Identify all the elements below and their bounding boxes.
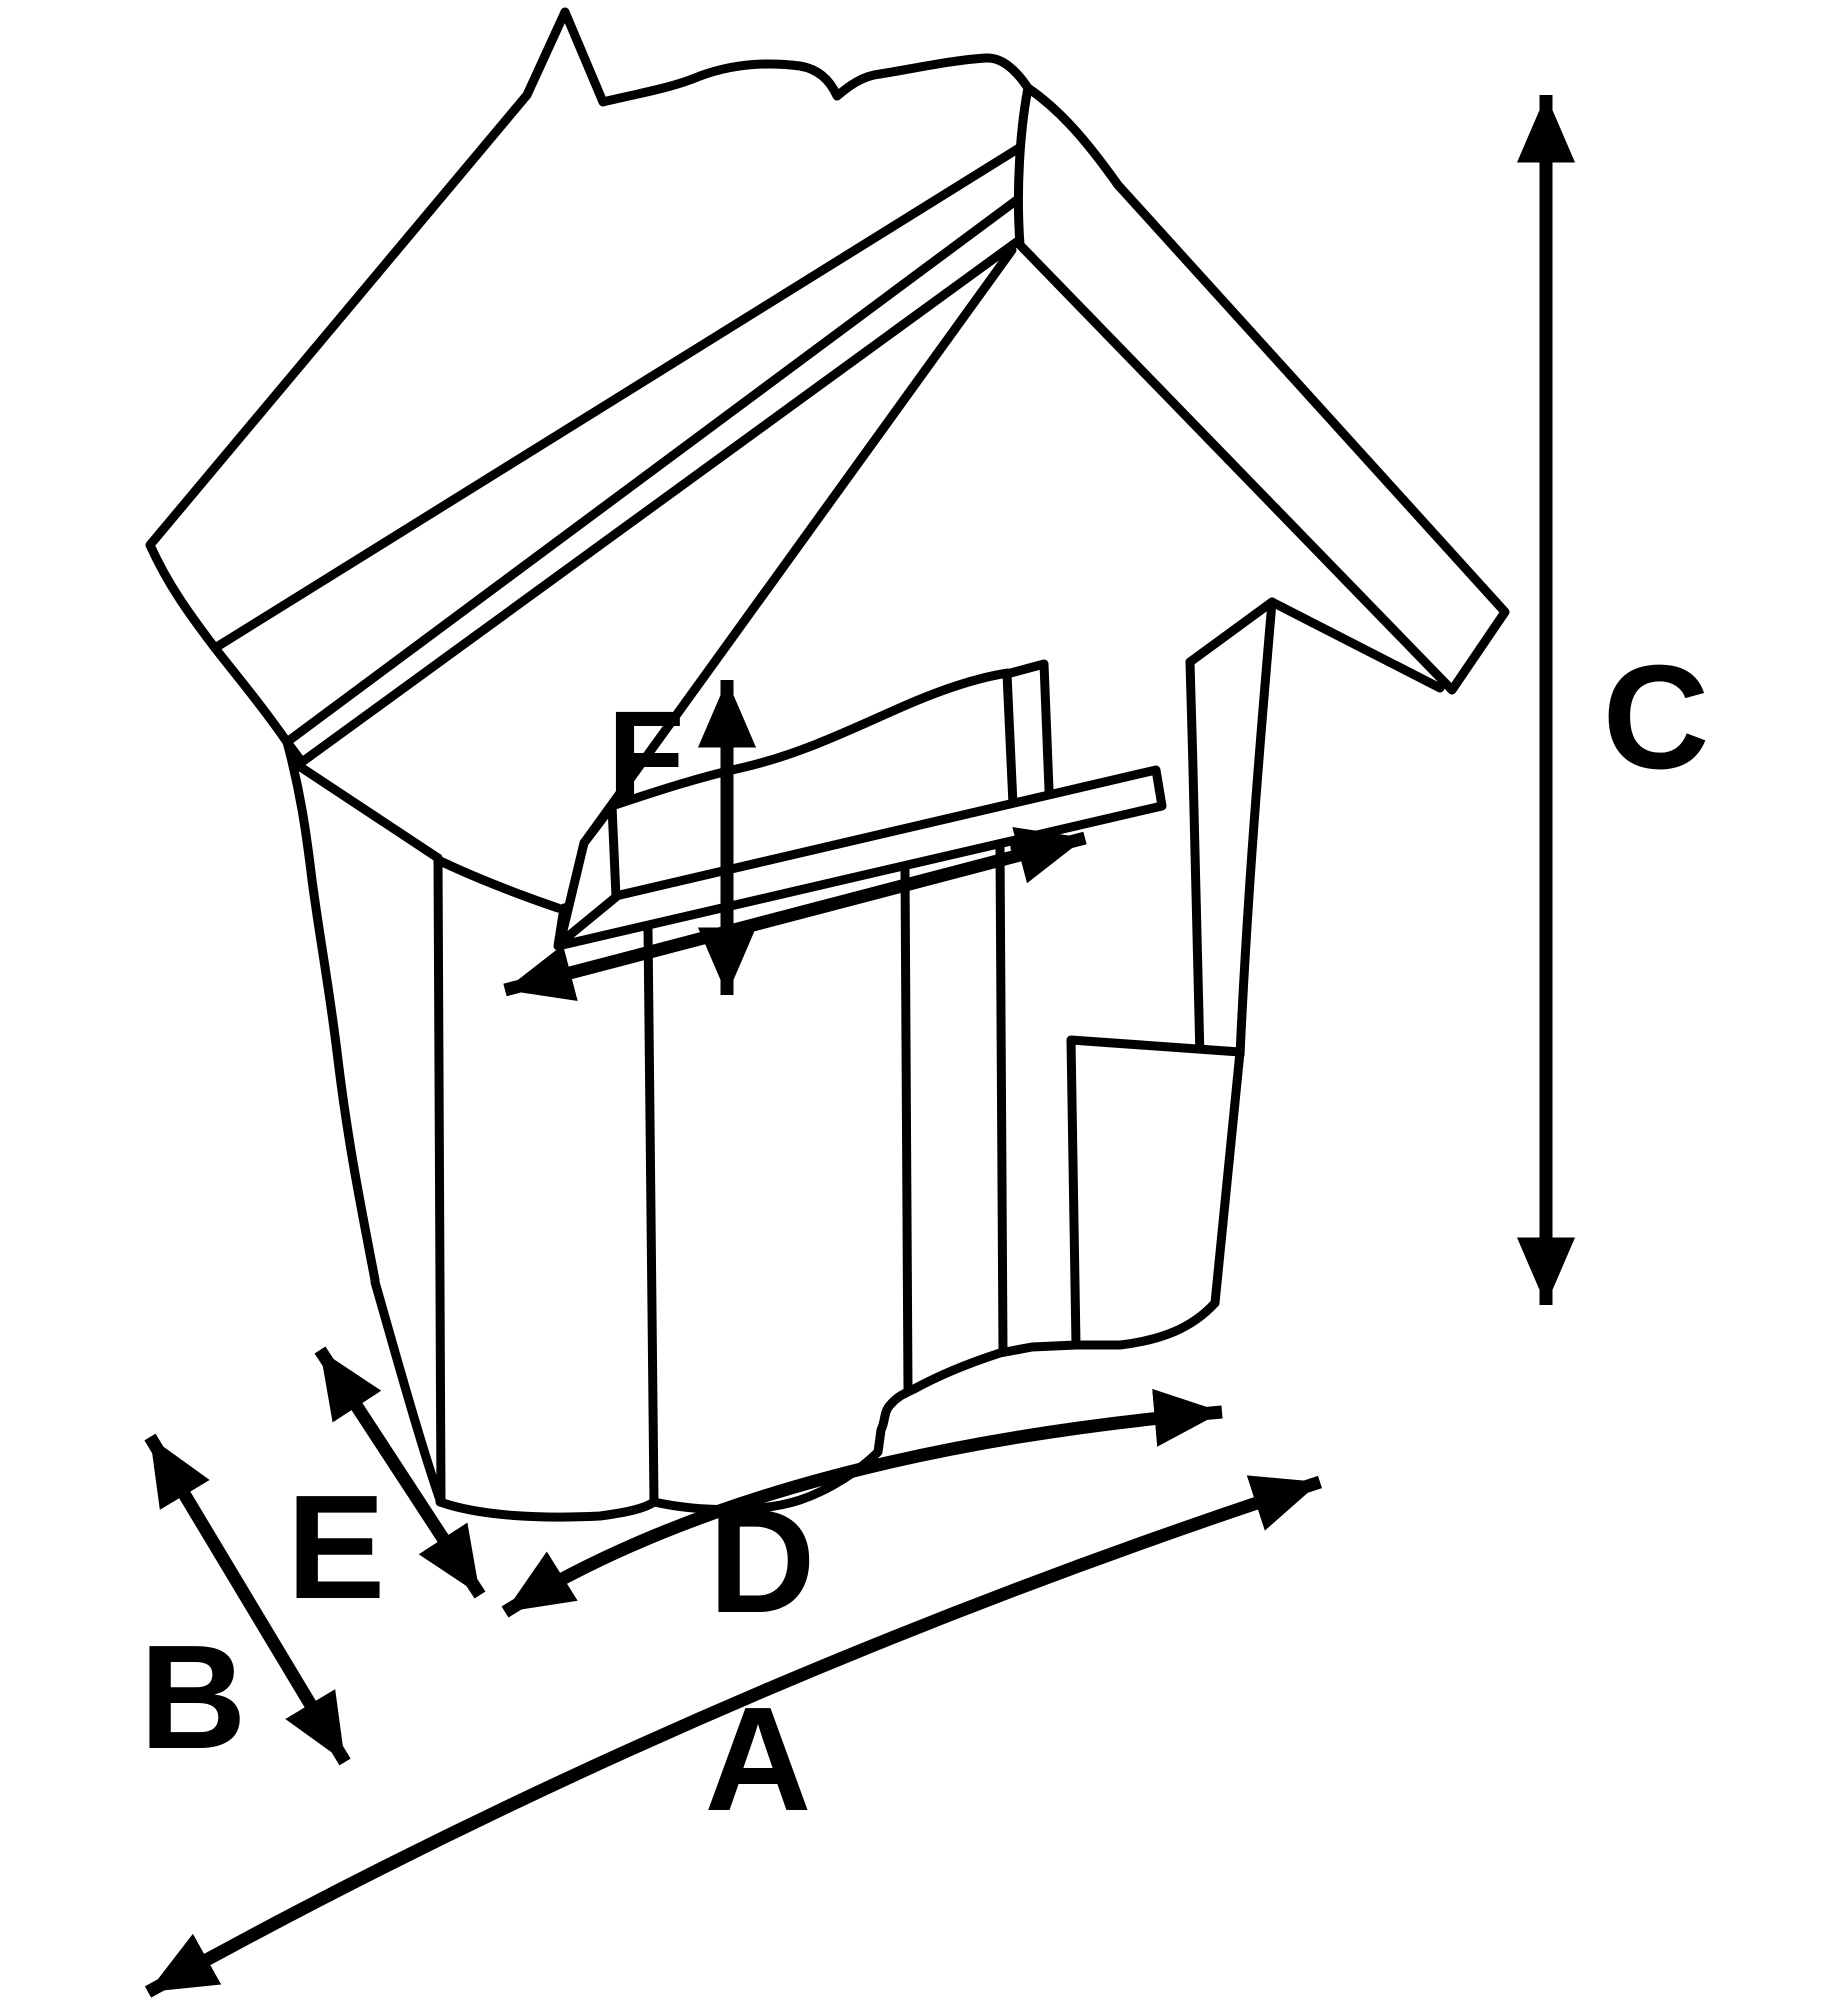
front-plank-joint-3 <box>995 841 1008 1357</box>
dimension-label-b: B <box>140 1615 247 1780</box>
dimension-label-d: D <box>709 1479 816 1644</box>
house-illustration <box>145 7 1510 1522</box>
roof-right-slope <box>1013 83 1510 695</box>
gable-left-edge <box>579 245 1017 848</box>
side-wall-back-edge <box>282 737 380 1285</box>
front-left-corner-edge <box>433 853 446 1505</box>
roof-left-slope <box>145 7 1045 767</box>
front-plank-joint-2 <box>900 863 913 1395</box>
dimension-label-f: F <box>608 685 685 826</box>
dimension-arrow-d <box>501 1388 1223 1618</box>
dimension-arrows <box>144 95 1576 1998</box>
dimension-arrow-f-horizontal <box>503 827 1087 1001</box>
roof-plank-joint-upper <box>210 135 1037 653</box>
dimension-label-c: C <box>1603 635 1710 800</box>
dimension-labels: A B C D E F <box>140 635 1710 1842</box>
window-top-edge <box>607 668 1013 811</box>
dimension-arrow-b <box>144 1433 351 1766</box>
front-plank-joint-1 <box>643 923 659 1507</box>
roof-plank-joint-lower <box>282 180 1042 747</box>
front-wall-top-edge <box>433 855 563 913</box>
dimension-label-a: A <box>705 1677 812 1842</box>
side-wall-top-edge <box>291 759 443 863</box>
right-post-left-edge <box>1185 657 1205 1063</box>
right-post-right-edge <box>1235 597 1277 1060</box>
front-plank-right <box>1066 1035 1245 1350</box>
right-wall-top-edge <box>1267 597 1445 693</box>
dimension-arrow-e <box>314 1346 486 1599</box>
dimension-label-e: E <box>287 1465 386 1630</box>
right-post <box>1185 597 1277 667</box>
